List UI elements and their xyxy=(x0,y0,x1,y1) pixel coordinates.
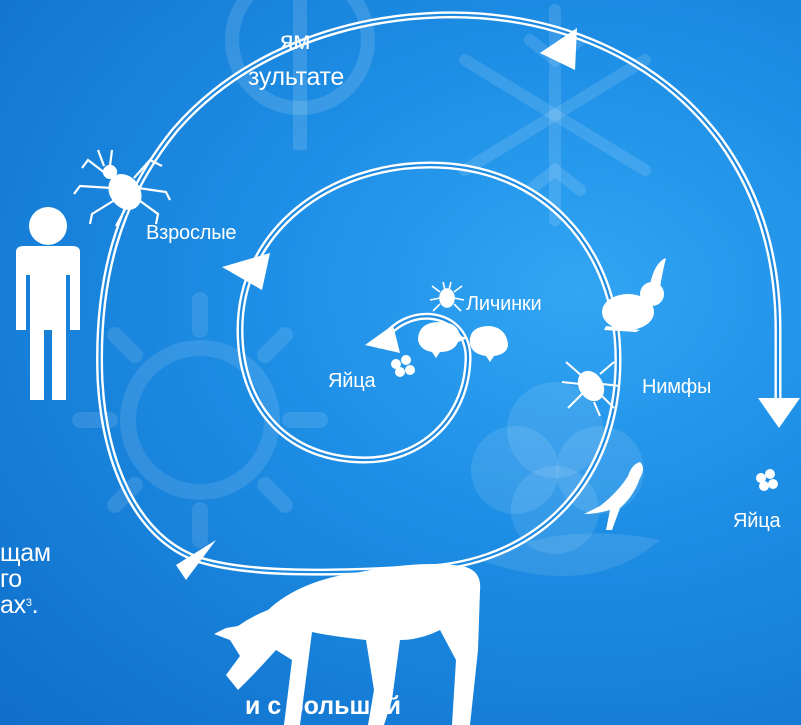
eggs-right-icon xyxy=(756,469,778,491)
label-adults: Взрослые xyxy=(146,222,236,245)
arrow-down-right-icon xyxy=(758,398,800,428)
side-text-top-1: ям xyxy=(280,28,310,55)
side-text-bottom-2: го xyxy=(0,566,22,593)
label-eggs-center: Яйца xyxy=(328,370,375,393)
background-snowflake-icon xyxy=(465,10,645,220)
side-text-top-2: зультате xyxy=(248,64,344,91)
side-text-bottom-3: ах3. xyxy=(0,592,38,619)
side-text-bold: и с большой xyxy=(245,692,401,721)
label-nymphs: Нимфы xyxy=(642,376,711,399)
background-sun-icon xyxy=(80,300,320,540)
larva-tick-icon xyxy=(430,282,464,311)
human-icon xyxy=(16,207,80,400)
side-text-bottom-1: щам xyxy=(0,540,51,567)
label-larvae: Личинки xyxy=(466,293,541,316)
label-eggs-right: Яйца xyxy=(733,510,780,533)
eggs-center-icon xyxy=(391,355,415,377)
